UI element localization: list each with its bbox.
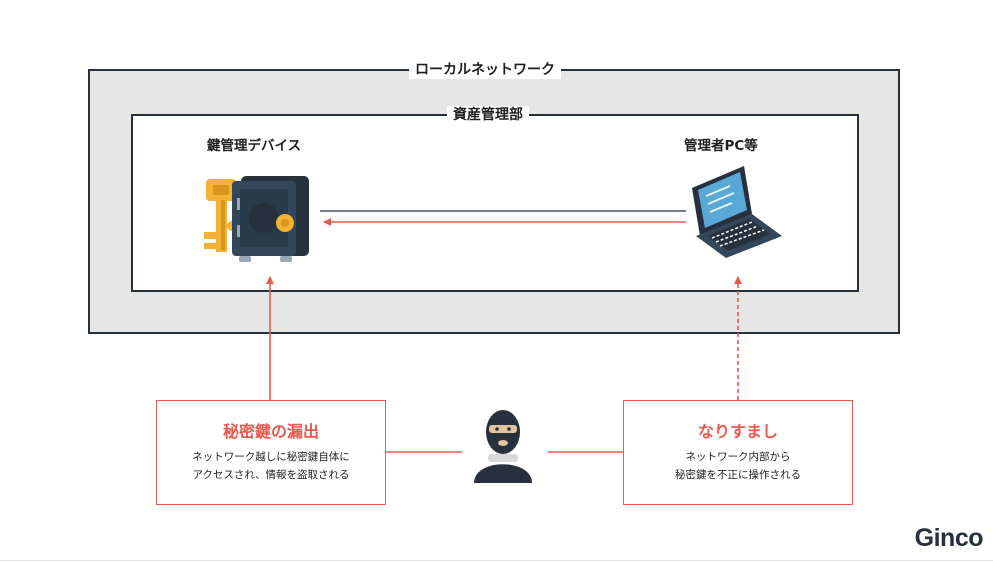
spoof-title: なりすまし	[697, 422, 778, 441]
footer-divider	[0, 560, 993, 561]
spoof-description: ネットワーク内部から 秘密鍵を不正に操作される	[624, 448, 852, 484]
local-network-label: ローカルネットワーク	[409, 61, 561, 79]
leak-description-line2: アクセスされ、情報を盗取される	[192, 469, 350, 481]
leak-description-line1: ネットワーク越しに秘密鍵自体に	[192, 451, 350, 463]
spoof-description-line1: ネットワーク内部から	[685, 451, 791, 463]
secret-key-leak-box: 秘密鍵の漏出 ネットワーク越しに秘密鍵自体に アクセスされ、情報を盗取される	[156, 400, 386, 505]
key-icon	[204, 179, 237, 252]
spoof-description-line2: 秘密鍵を不正に操作される	[675, 469, 801, 481]
asset-management-label: 資産管理部	[447, 106, 529, 124]
leak-description: ネットワーク越しに秘密鍵自体に アクセスされ、情報を盗取される	[157, 448, 385, 484]
admin-pc-label: 管理者PC等	[684, 138, 758, 154]
ginco-logo: Ginco	[914, 524, 984, 552]
hacker-icon	[474, 410, 532, 483]
leak-title: 秘密鍵の漏出	[222, 422, 319, 441]
safe-icon	[232, 176, 309, 262]
impersonation-box: なりすまし ネットワーク内部から 秘密鍵を不正に操作される	[623, 400, 853, 505]
key-device-label: 鍵管理デバイス	[207, 138, 302, 154]
laptop-icon	[692, 166, 782, 258]
